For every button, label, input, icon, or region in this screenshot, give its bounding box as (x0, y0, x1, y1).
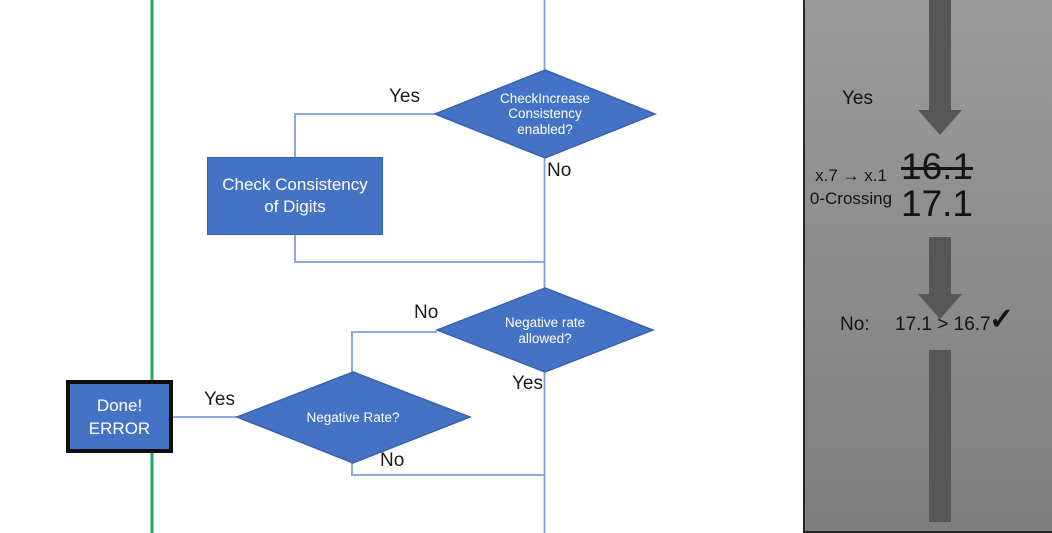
decision-line: enabled? (517, 121, 573, 137)
decision-negative-rate-label: Negative Rate? (263, 409, 443, 426)
down-arrow-shaft-1 (929, 0, 951, 111)
decision-line: allowed? (518, 330, 572, 346)
panel-result-comparison: 17.1 > 16.7 (895, 314, 991, 335)
panel-rule-line2: 0-Crossing (809, 189, 893, 208)
decision-negative-allowed-label: Negative rate allowed? (455, 314, 635, 347)
done-line: Done! (96, 395, 143, 415)
process-check-consistency-box: Check Consistency of Digits (207, 157, 383, 235)
connector-yes-to-process (294, 113, 435, 158)
connector-no-to-negative-rate (351, 331, 437, 372)
process-line: of Digits (264, 197, 326, 216)
decision-line: Negative Rate? (306, 409, 400, 425)
down-arrow-shaft-3 (929, 350, 951, 522)
decision-check-increase-diamond (432, 69, 658, 159)
branch-label-no-top: No (547, 160, 572, 181)
decision-line: CheckIncrease (499, 90, 591, 106)
panel-rule-line1: x.7 → x.1 (815, 166, 887, 185)
done-error-box: Done! ERROR (66, 380, 173, 453)
checkmark-icon: ✓ (989, 303, 1015, 336)
panel-value-block: 16.1 17.1 (901, 148, 973, 222)
connector-process-return (294, 234, 545, 263)
branch-label-no-bottom: No (380, 450, 405, 471)
panel-result-prefix: No: (840, 314, 870, 335)
branch-label-yes-top: Yes (389, 86, 420, 107)
panel-value-old: 16.1 (901, 146, 974, 187)
panel-value-new: 17.1 (901, 183, 974, 224)
decision-check-increase-label: CheckIncrease Consistency enabled? (455, 89, 635, 139)
decision-negative-rate-diamond (234, 371, 473, 464)
connector-negative-rate-no-return (351, 463, 545, 476)
branch-label-yes-done: Yes (204, 389, 235, 410)
down-arrow-head-1 (918, 110, 962, 135)
branch-label-no-mid: No (414, 302, 439, 323)
example-panel: Yes x.7 → x.1 0-Crossing 16.1 17.1 No: 1… (803, 0, 1052, 533)
decision-line: Negative rate (504, 315, 586, 330)
down-arrow-shaft-2 (929, 237, 951, 295)
panel-rule-block: x.7 → x.1 0-Crossing (807, 164, 895, 210)
decision-negative-allowed-diamond (434, 287, 656, 373)
done-line: ERROR (88, 418, 151, 438)
process-line: Check Consistency (222, 175, 368, 194)
branch-label-yes-mid: Yes (512, 373, 543, 394)
panel-label-yes: Yes (842, 88, 873, 109)
down-arrow-head-2 (918, 294, 962, 319)
decision-line: Consistency (508, 106, 582, 122)
